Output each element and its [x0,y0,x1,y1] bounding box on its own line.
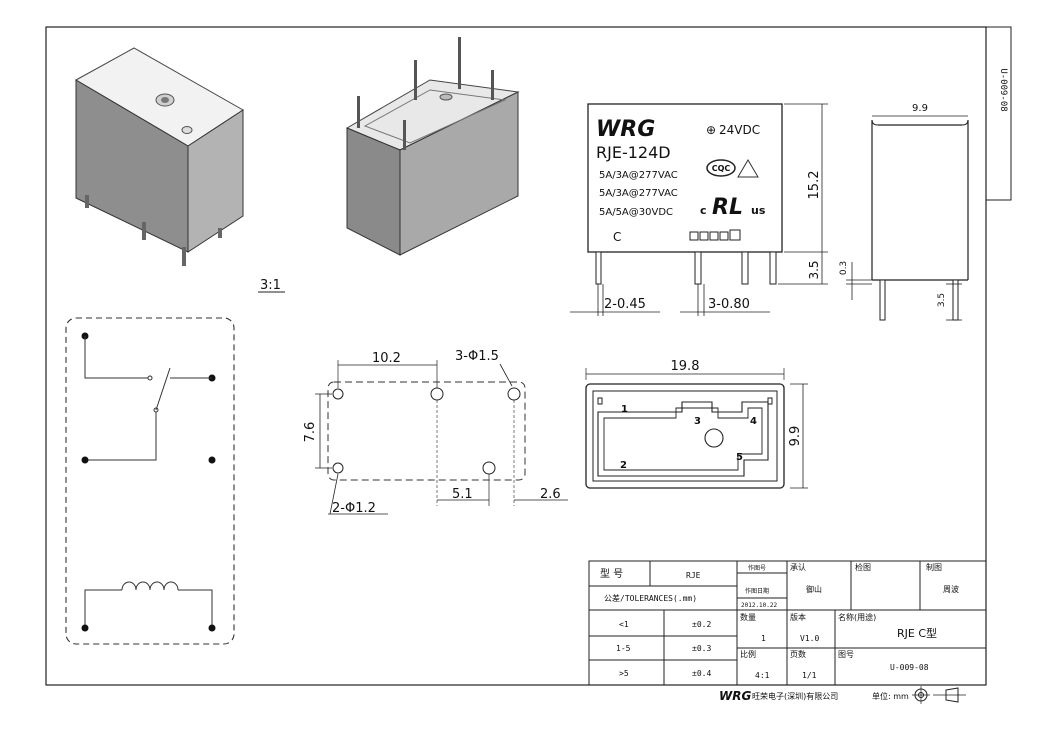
ul-us: us [751,204,766,217]
tb-check-label: 检图 [855,562,871,572]
tb-drawing-no-label: 图号 [838,650,854,659]
tb-qty-label: 数量 [740,612,756,622]
title-block: 型 号 RJE 公差/TOLERANCES(.mm) <1 ±0.2 1-5 ±… [588,560,987,686]
pin-number-3: 3 [694,416,701,427]
front-view: WRG ⊕ 24VDC RJE-124D 5A/3A@277VAC 5A/3A@… [570,103,828,316]
dim-hole-spacing: 10.2 [372,351,401,366]
tb-tol-range-2: 1-5 [616,644,631,653]
dim-bottom-length: 19.8 [671,359,700,374]
coil-symbol: ⊕ [706,123,716,137]
tb-qty-value: 1 [761,634,766,643]
tb-version-label: 版本 [790,612,806,622]
tb-scale-value: 4:1 [755,671,770,680]
projection-symbol-icon [912,686,966,704]
pin-number-1: 1 [621,404,628,415]
dim-side-pin: 3.5 [937,293,947,307]
schematic [65,317,235,645]
pin-number-2: 2 [620,460,627,471]
rating-2: 5A/3A@277VAC [599,188,678,199]
sheet-border [45,26,987,686]
tb-author-label: 作图号 [748,564,766,572]
dim-height: 15.2 [807,171,822,200]
tb-tol-val-3: ±0.4 [692,669,711,678]
tb-draw-label: 制图 [926,562,942,572]
cqc-text: CQC [712,164,731,173]
dim-side-offset: 0.3 [839,261,849,275]
dim-row-spacing: 7.6 [303,422,318,443]
footer-company: 旺荣电子(深圳)有限公司 [752,691,838,701]
pcb-layout: 10.2 3-Φ1.5 7.6 2-Φ1.2 5.1 2.6 [303,349,568,516]
cqc-mark-icon [706,159,736,177]
ul-mark-icon: RL [712,195,743,220]
label-letter: C [613,230,621,244]
tb-approve-label: 承认 [790,562,806,572]
side-view: 9.9 0.3 3.5 [839,103,969,321]
side-code: U-009-08 [998,68,1008,111]
tb-page-value: 1/1 [802,671,817,680]
iso-view-top [74,47,244,266]
coil-icon [81,581,216,632]
rating-3: 5A/5A@30VDC [599,207,673,218]
iso-view-bottom [345,37,520,256]
rating-1: 5A/3A@277VAC [599,170,678,181]
tb-page-label: 页数 [790,649,806,659]
pin-number-4: 4 [750,416,757,427]
dim-bottom-width: 9.9 [788,426,803,447]
footer-brand: WRG [719,689,751,703]
tb-approve-value: 御山 [806,584,822,594]
tb-version-value: V1.0 [800,634,819,643]
tb-date-label: 作图日期 [745,587,769,595]
tb-model-label: 型 号 [600,567,623,580]
dim-side-width: 9.9 [912,103,928,114]
footer: WRG 旺荣电子(深圳)有限公司 单位: mm [719,686,966,704]
dim-small-holes: 2-Φ1.2 [332,501,376,516]
bottom-view: 1 2 3 4 5 19.8 9.9 [585,359,808,489]
tb-tolerance-label: 公差/TOLERANCES(.mm) [604,593,697,603]
tb-tol-val-1: ±0.2 [692,620,711,629]
tb-name-value: RJE C型 [897,626,937,640]
tb-scale-label: 比例 [740,649,756,659]
model-number: RJE-124D [596,143,671,162]
tb-draw-value: 周波 [943,584,959,594]
tb-name-label: 名称(用途) [838,612,876,622]
dim-pitch-a: 5.1 [452,487,473,502]
tb-model-value: RJE [686,571,701,580]
tb-date-value: 2012.10.22 [741,602,778,609]
dim-pin-length: 3.5 [807,260,821,279]
tb-tol-val-2: ±0.3 [692,644,711,653]
tb-tol-range-3: >5 [619,669,629,678]
pin-number-5: 5 [736,452,743,463]
dim-pin-thin: 2-0.45 [604,297,646,312]
coil-voltage: 24VDC [719,123,760,137]
brand-logo: WRG [596,117,655,142]
dim-pin-wide: 3-0.80 [708,297,750,312]
footer-unit: 单位: mm [872,691,909,701]
side-code-box [985,26,1012,201]
dim-pitch-b: 2.6 [540,487,561,502]
ul-c: c [700,204,707,217]
tb-drawing-no-value: U-009-08 [890,663,929,672]
scale-label: 3:1 [260,278,281,293]
dim-big-holes: 3-Φ1.5 [455,349,499,364]
warning-triangle-icon [737,159,759,178]
tb-tol-range-1: <1 [619,620,629,629]
